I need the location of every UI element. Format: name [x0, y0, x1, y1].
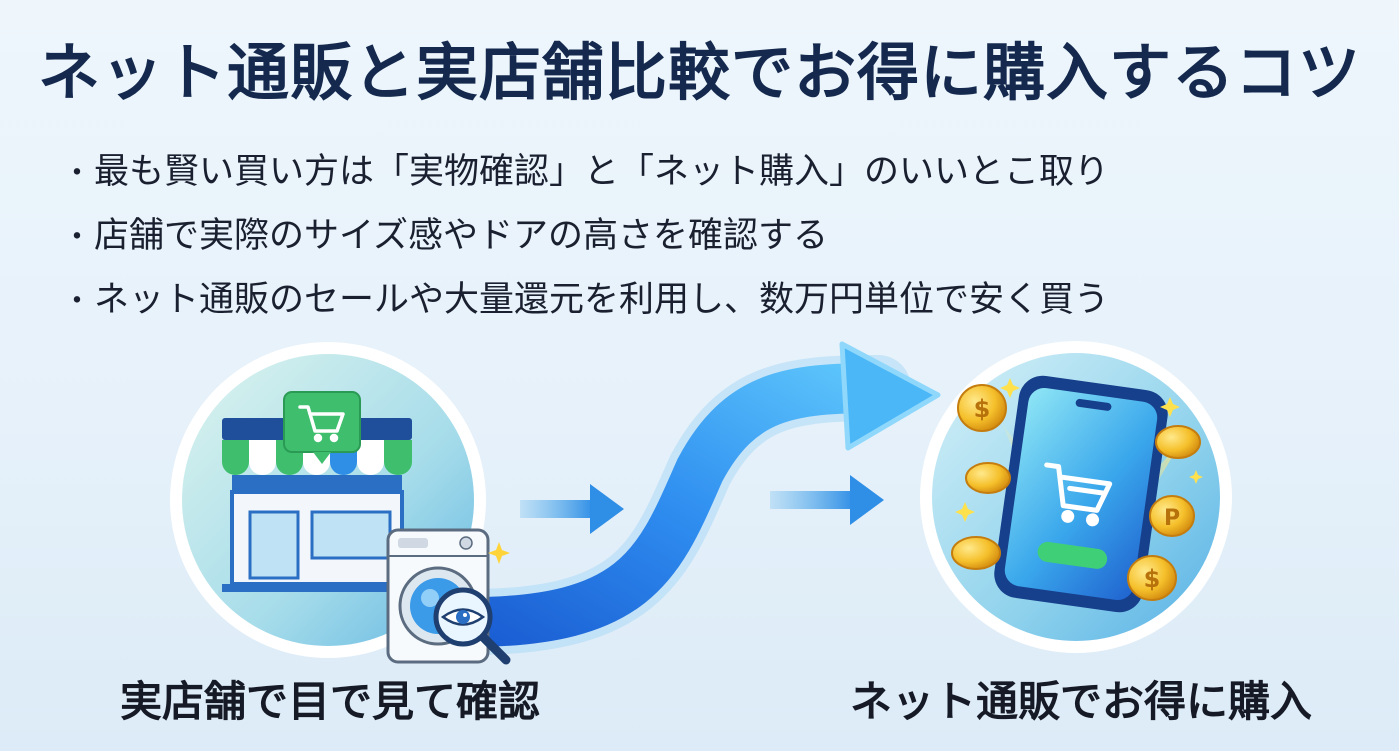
coin-icon	[951, 536, 1001, 570]
small-arrow-right	[770, 475, 884, 525]
tip-item: ・最も賢い買い方は「実物確認」と「ネット購入」のいいとこ取り	[62, 140, 1109, 204]
magnifier-eye-icon	[433, 587, 511, 665]
tip-item: ・店舗で実際のサイズ感やドアの高さを確認する	[62, 204, 1109, 268]
phone-scene: $ P $	[920, 341, 1232, 653]
tip-item: ・ネット通販のセールや大量還元を利用し、数万円単位で安く買う	[62, 268, 1109, 332]
tips-list: ・最も賢い買い方は「実物確認」と「ネット購入」のいいとこ取り ・店舗で実際のサイ…	[62, 140, 1109, 332]
tip-text: ネット通販のセールや大量還元を利用し、数万円単位で安く買う	[94, 280, 1110, 320]
bullet-marker: ・	[62, 156, 92, 191]
shopping-cart-icon	[298, 405, 345, 443]
sparkle-icon	[488, 542, 510, 564]
coin-symbol: $	[1144, 565, 1161, 593]
sparkle-icon	[955, 378, 1203, 522]
phone-cart-icon	[1044, 462, 1113, 527]
bullet-marker: ・	[62, 220, 92, 255]
tip-text: 店舗で実際のサイズ感やドアの高さを確認する	[94, 216, 828, 256]
small-arrow-left	[520, 484, 624, 534]
coin-symbol: P	[1164, 506, 1180, 531]
bullet-marker: ・	[62, 284, 92, 319]
caption-online: ネット通販でお得に購入	[849, 677, 1312, 726]
tip-text: 最も賢い買い方は「実物確認」と「ネット購入」のいいとこ取り	[94, 152, 1110, 192]
caption-store: 実店舗で目で見て確認	[119, 677, 540, 726]
phone-buy-button	[1037, 541, 1108, 569]
coins: $ P $	[951, 384, 1201, 601]
page-title: ネット通販と実店舗比較でお得に購入するコツ	[37, 36, 1361, 109]
shopping-cart-badge	[283, 391, 361, 464]
smartphone-icon	[994, 375, 1168, 613]
coin-icon	[965, 462, 1011, 494]
curved-arrow-icon	[437, 341, 941, 655]
coin-icon: $	[957, 384, 1007, 432]
coin-icon: $	[1127, 555, 1177, 601]
coin-symbol: $	[974, 395, 991, 423]
coin-icon: P	[1149, 495, 1195, 537]
coin-icon	[1155, 425, 1201, 459]
